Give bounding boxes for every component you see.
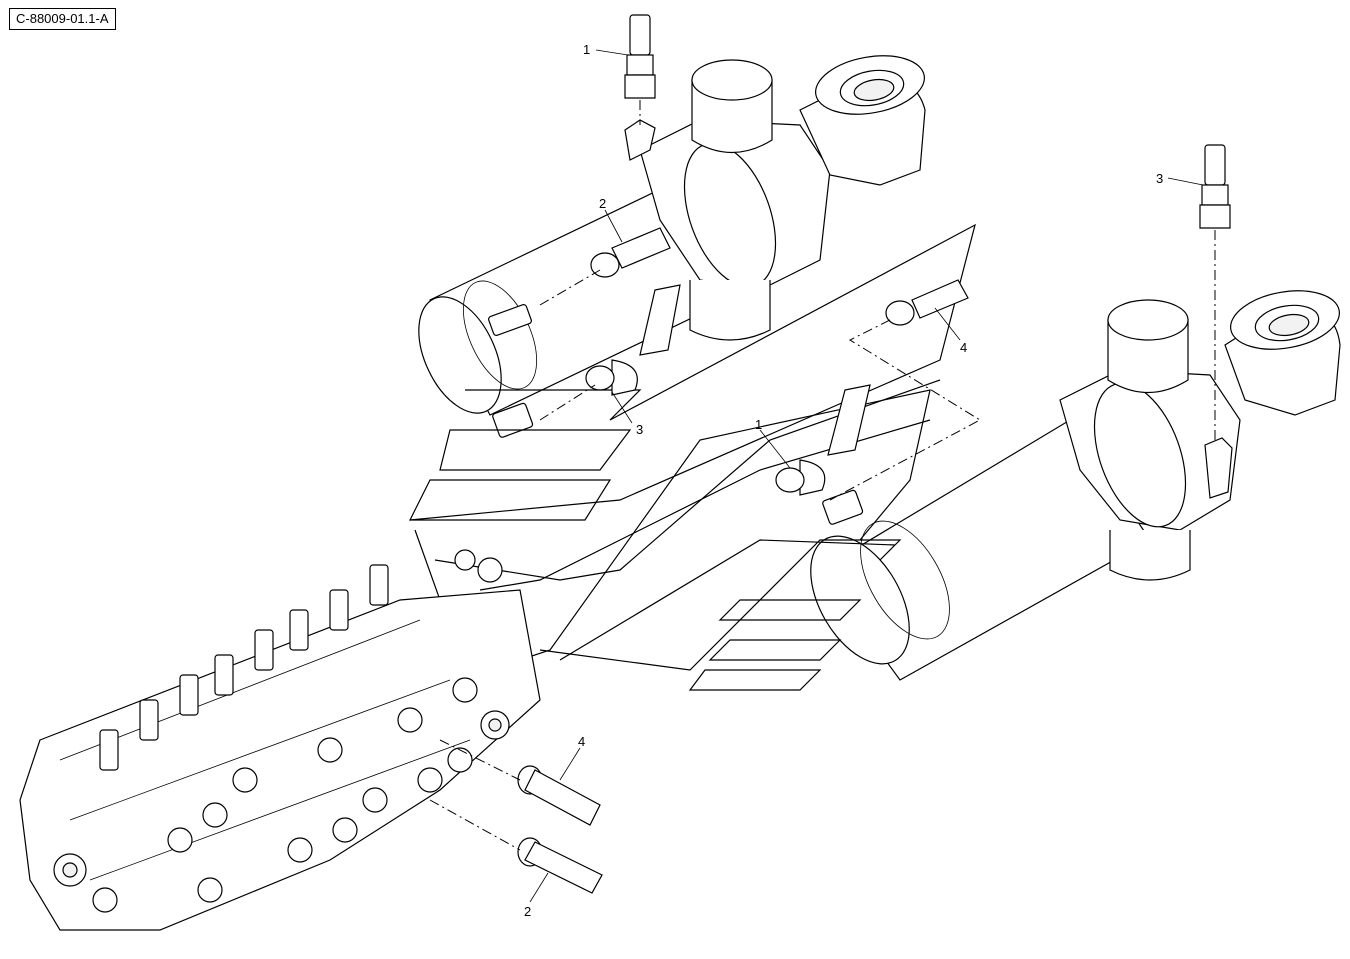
callout-1-mid: 1: [755, 417, 762, 432]
hose-item-4-right: [885, 279, 969, 326]
hose-item-3-right: [1199, 144, 1231, 229]
hose-item-3-left: [585, 284, 681, 396]
callout-2-bottom: 2: [524, 904, 531, 919]
spool-stems: [99, 564, 389, 771]
hose-item-2-bottom: [517, 837, 603, 894]
valve-ports: [53, 549, 510, 913]
connection-lines: [429, 100, 1216, 851]
callout-2-top: 2: [599, 196, 606, 211]
hose-item-4-bottom: [517, 765, 601, 826]
lower-right-cylinder: [810, 290, 1341, 681]
callout-4-right: 4: [960, 340, 967, 355]
hose-item-1-top: [624, 14, 656, 99]
drawing-reference-code: C-88009-01.1-A: [9, 8, 116, 30]
hose-item-1-mid: [775, 384, 871, 496]
upper-cylinder: [418, 55, 926, 438]
leader-lines: [529, 49, 1204, 903]
callouts: 1 2 3 3 4 1 4 2: [524, 42, 1163, 919]
callout-3-right: 3: [1156, 171, 1163, 186]
callout-4-bottom: 4: [578, 734, 585, 749]
callout-1-top: 1: [583, 42, 590, 57]
control-valve-bank: [19, 549, 541, 931]
callout-3-left: 3: [636, 422, 643, 437]
